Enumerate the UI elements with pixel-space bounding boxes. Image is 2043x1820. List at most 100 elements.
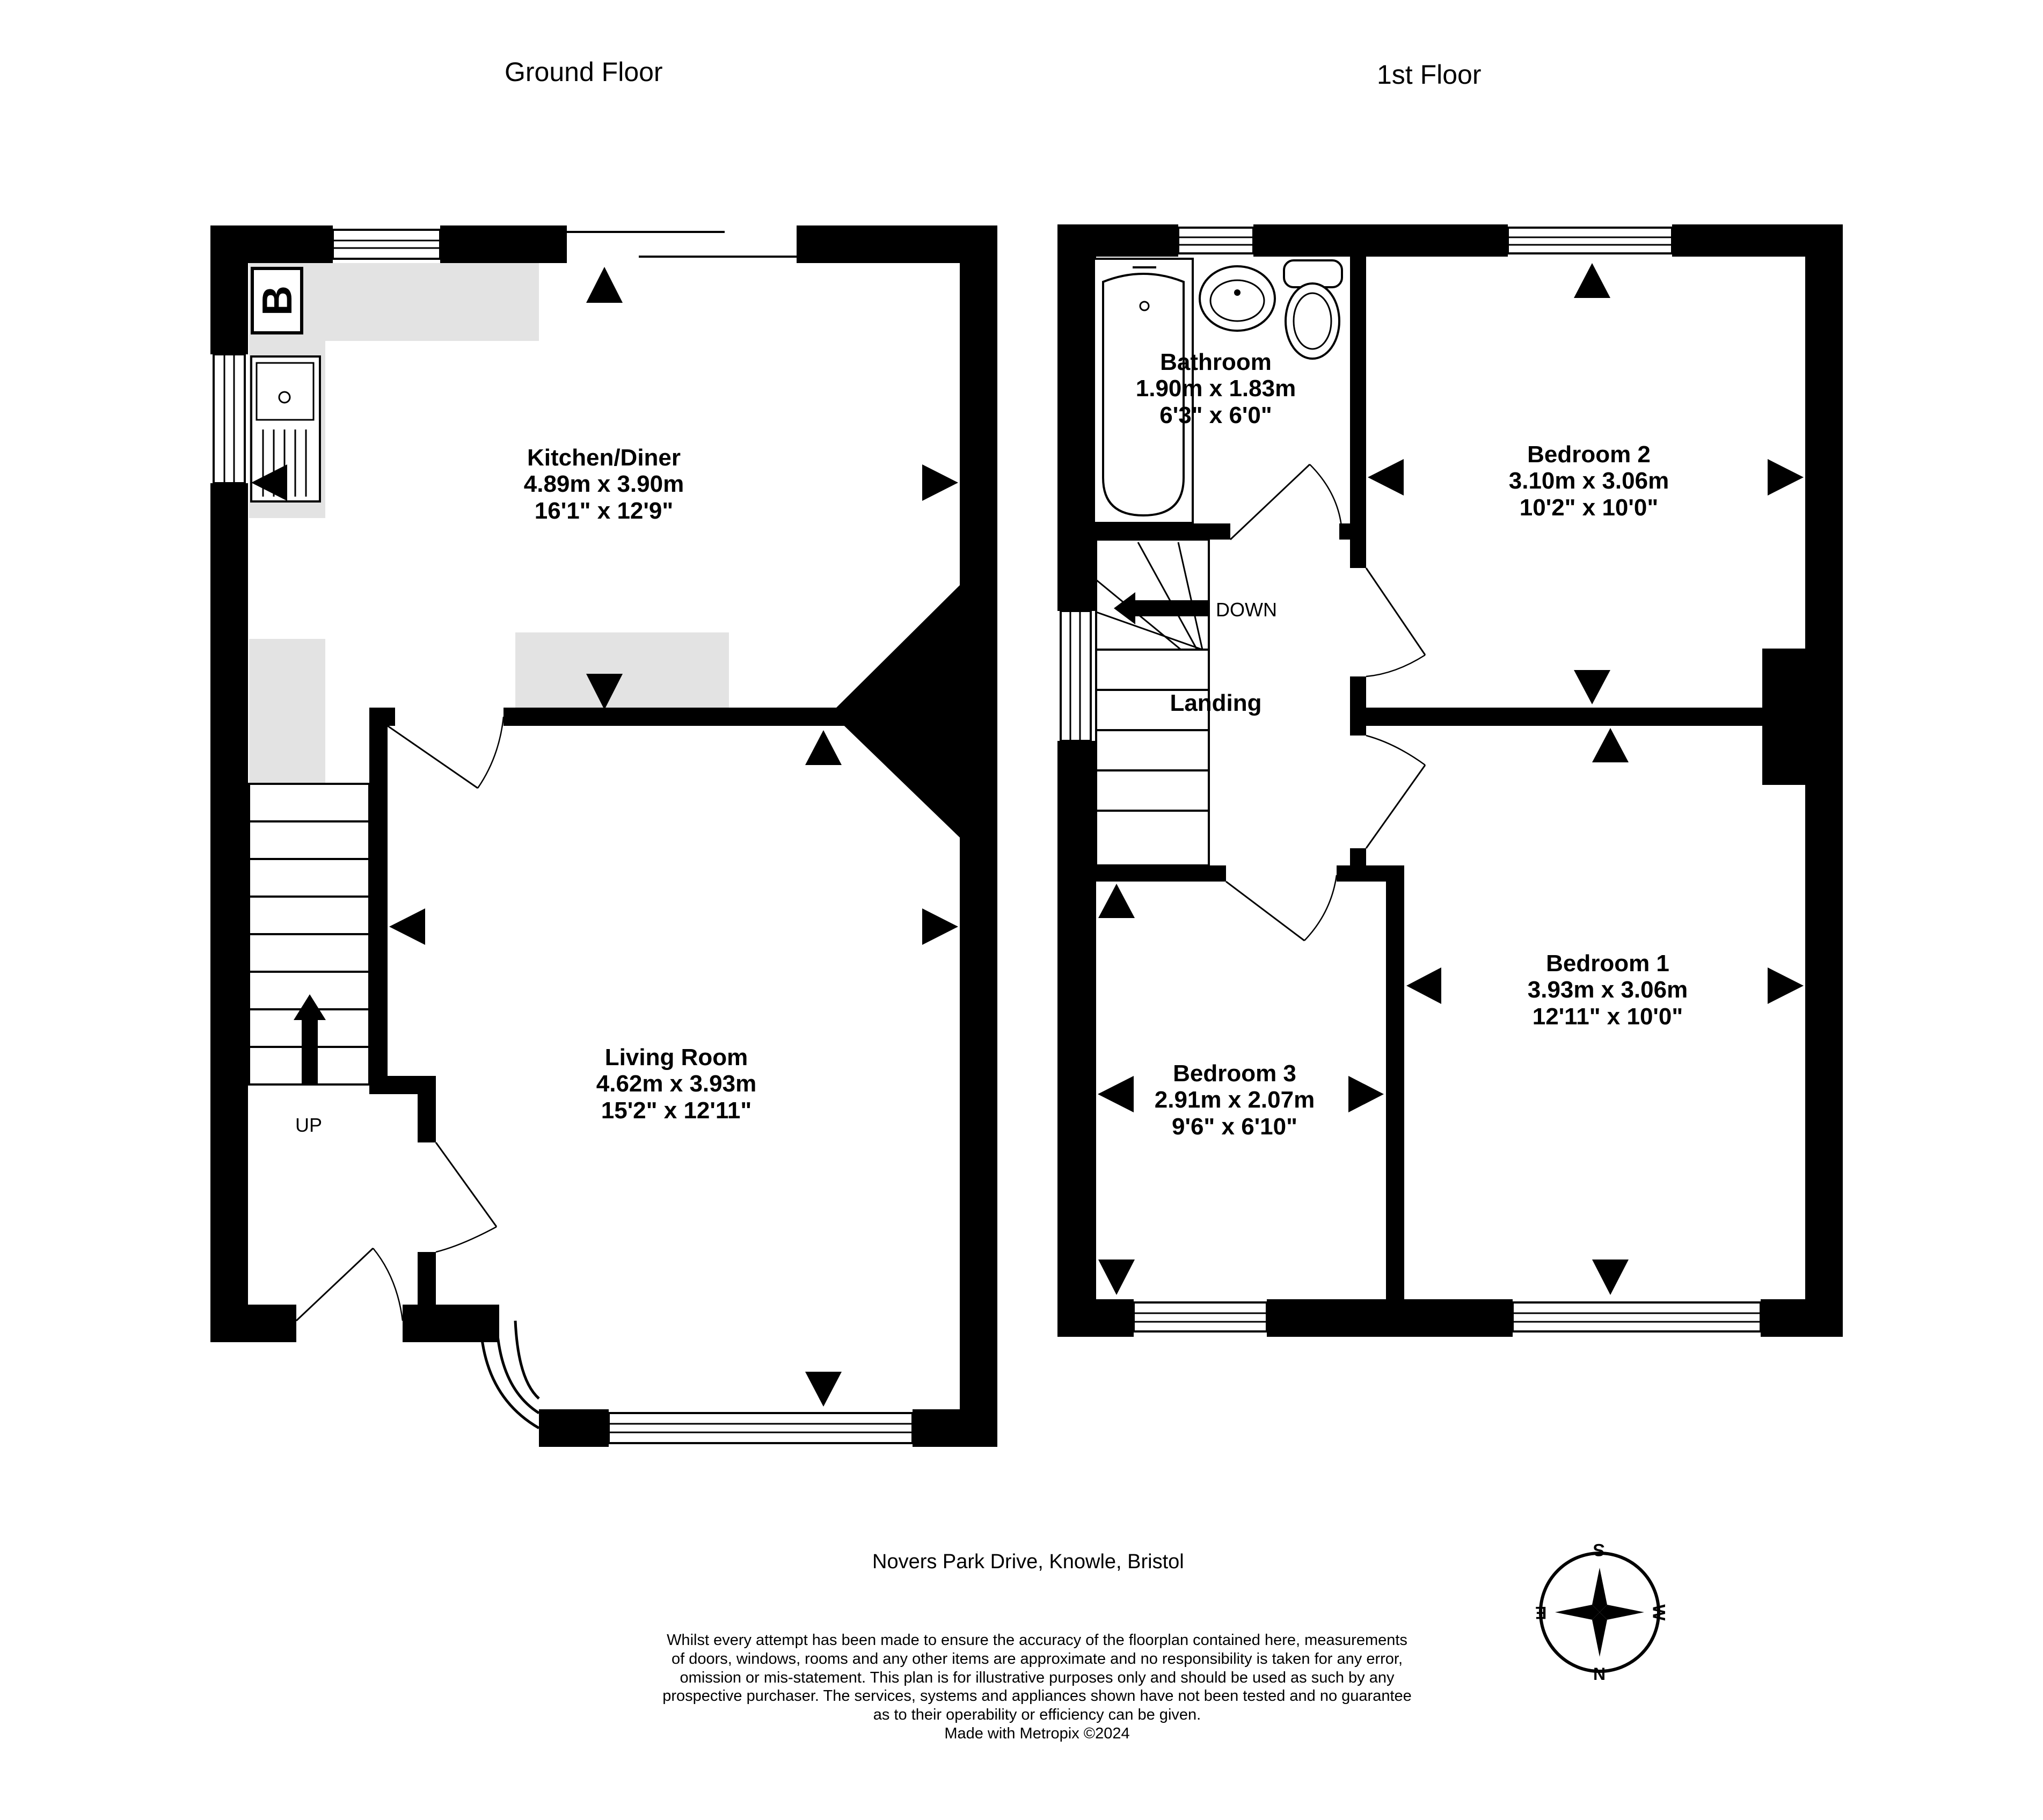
window (332, 229, 441, 260)
compass-south: S (1593, 1540, 1605, 1560)
stairs-arrow (302, 1020, 318, 1084)
boiler-label: B (253, 285, 301, 316)
wall (210, 1305, 296, 1342)
kitchen-unit-counter (515, 632, 729, 712)
door (1225, 880, 1305, 942)
wall (369, 708, 388, 1094)
bath-icon (1093, 258, 1194, 524)
measure-arrow (1098, 884, 1135, 918)
measure-arrow (1368, 459, 1404, 496)
wall (1350, 224, 1366, 568)
room-metric: 3.10m x 3.06m (1508, 468, 1669, 494)
property-address: Novers Park Drive, Knowle, Bristol (872, 1550, 1184, 1573)
room-imperial: 9'6" x 6'10" (1172, 1113, 1297, 1140)
kitchen-unit-lower (249, 639, 325, 784)
compass-east: E (1535, 1603, 1547, 1622)
first-floor-title: 1st Floor (1377, 60, 1482, 90)
room-label-bedroom3: Bedroom 3 2.91m x 2.07m 9'6" x 6'10" (1127, 1060, 1342, 1140)
wall (1057, 1299, 1134, 1337)
room-metric: 2.91m x 2.07m (1154, 1087, 1315, 1113)
wall (1396, 1299, 1460, 1337)
disclaimer-line: Made with Metropix ©2024 (944, 1724, 1130, 1742)
room-name: Living Room (604, 1044, 748, 1071)
wall (1057, 224, 1096, 611)
window (1507, 227, 1673, 254)
measure-arrow (1574, 670, 1610, 704)
stairs-up-label: UP (295, 1114, 323, 1136)
room-name: Bedroom 1 (1546, 950, 1669, 977)
ground-floor-title: Ground Floor (505, 57, 663, 87)
door (1365, 567, 1426, 656)
room-name: Kitchen/Diner (527, 445, 681, 471)
compass-north: N (1593, 1664, 1606, 1684)
window (608, 1412, 914, 1444)
wall (210, 483, 248, 1342)
wall (913, 1409, 997, 1447)
measure-arrow (251, 464, 287, 501)
measure-arrow (389, 908, 425, 945)
room-label-bedroom1: Bedroom 1 3.93m x 3.06m 12'11" x 10'0" (1500, 950, 1715, 1030)
first-floor-plan (1057, 224, 1843, 1337)
wall (504, 708, 836, 726)
measure-arrow (922, 908, 958, 945)
room-name: Bedroom 2 (1527, 441, 1651, 468)
window (1060, 610, 1092, 742)
room-name: Bathroom (1160, 349, 1272, 375)
room-metric: 3.93m x 3.06m (1527, 977, 1688, 1003)
room-imperial: 12'11" x 10'0" (1532, 1003, 1683, 1030)
room-imperial: 10'2" x 10'0" (1519, 494, 1659, 521)
compass-icon (1539, 1552, 1660, 1673)
wall (539, 1409, 609, 1447)
room-label-kitchen: Kitchen/Diner 4.89m x 3.90m 16'1" x 12'9… (497, 445, 711, 524)
room-label-bathroom: Bathroom 1.90m x 1.83m 6'3" x 6'0" (1108, 349, 1323, 428)
wall (1350, 708, 1762, 726)
wall (1454, 1299, 1513, 1337)
wall (1057, 741, 1096, 1337)
boiler-icon (251, 267, 303, 334)
stairs-arrow (1135, 600, 1209, 616)
wall (960, 225, 997, 1447)
bay-window (479, 1320, 540, 1430)
measure-arrow (805, 730, 842, 765)
measure-arrow (586, 674, 623, 710)
measure-arrow (922, 464, 958, 501)
measure-arrow (586, 267, 623, 303)
room-label-landing: Landing (1170, 690, 1262, 716)
door (435, 1142, 498, 1227)
wall (418, 1076, 436, 1142)
disclaimer-line: as to their operability or efficiency ca… (873, 1706, 1201, 1724)
stairs-down-label: DOWN (1216, 599, 1277, 621)
measure-arrow (1098, 1260, 1135, 1295)
ground-floor-plan (210, 225, 997, 1447)
window (1512, 1301, 1762, 1333)
wall (418, 1252, 436, 1316)
measure-arrow (1768, 459, 1804, 496)
window (1133, 1301, 1268, 1333)
wall (1468, 224, 1508, 257)
measure-arrow (1348, 1076, 1384, 1112)
door (1229, 463, 1311, 541)
measure-arrow (1592, 1260, 1629, 1295)
room-metric: 1.90m x 1.83m (1135, 375, 1296, 402)
room-metric: 4.62m x 3.93m (596, 1071, 757, 1097)
chimney-breast (1762, 649, 1843, 785)
compass-west: W (1649, 1604, 1669, 1621)
door (387, 725, 478, 789)
disclaimer-line: Whilst every attempt has been made to en… (667, 1632, 1407, 1649)
measure-arrow (1592, 728, 1629, 762)
wall (1096, 523, 1230, 540)
room-label-living: Living Room 4.62m x 3.93m 15'2" x 12'11" (569, 1044, 784, 1124)
room-metric: 4.89m x 3.90m (523, 471, 684, 498)
wall (440, 225, 567, 263)
room-imperial: 15'2" x 12'11" (601, 1097, 752, 1124)
disclaimer: Whilst every attempt has been made to en… (608, 1631, 1466, 1743)
window (1177, 227, 1254, 254)
wall (403, 1305, 499, 1342)
room-label-bedroom2: Bedroom 2 3.10m x 3.06m 10'2" x 10'0" (1482, 441, 1696, 521)
room-imperial: 16'1" x 12'9" (534, 497, 674, 524)
wall (1057, 224, 1178, 257)
window (213, 353, 246, 484)
disclaimer-line: omission or mis-statement. This plan is … (680, 1669, 1395, 1686)
measure-arrow (1574, 263, 1610, 298)
measure-arrow (1768, 967, 1804, 1004)
